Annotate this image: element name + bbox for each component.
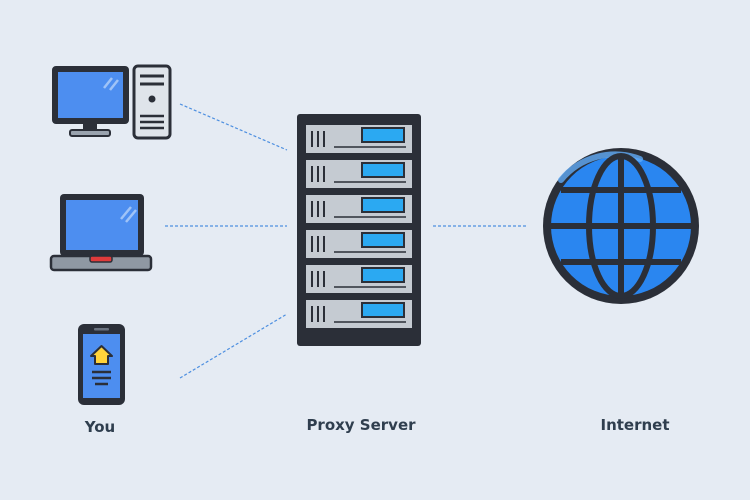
smartphone-icon [78,324,125,405]
desktop-computer-icon [52,64,172,140]
server-unit [304,263,414,295]
server-unit [304,228,414,260]
server-unit [304,158,414,190]
connectors [165,103,528,379]
server-rack-icon [297,114,421,346]
server-unit [304,298,414,330]
server-unit [304,193,414,225]
server-unit [304,123,414,155]
internet-label: Internet [600,416,670,434]
client-label: You [84,418,116,436]
globe-icon [543,148,699,304]
connector-phone-proxy [179,313,288,379]
laptop-icon [49,194,153,272]
connector-desktop-proxy [179,103,288,151]
proxy-server-label: Proxy Server [306,416,416,434]
